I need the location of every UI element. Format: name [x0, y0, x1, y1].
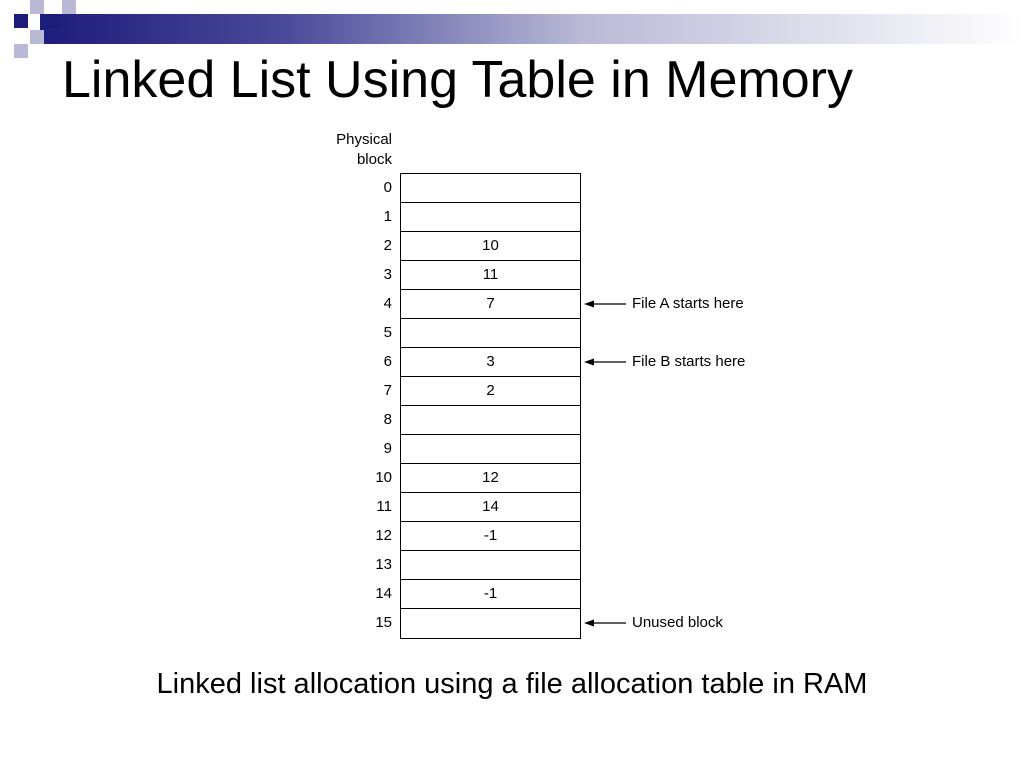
- decor-square: [14, 14, 28, 28]
- block-index-label: 0: [383, 179, 392, 196]
- arrow-left-icon: [584, 619, 626, 626]
- table-cell: 3: [401, 348, 580, 377]
- header-gradient-band: [40, 14, 1024, 44]
- block-index-label: 1: [383, 208, 392, 225]
- table-cell: 14: [401, 493, 580, 522]
- table-cell: 2: [401, 377, 580, 406]
- column-header: Physical block: [272, 130, 392, 170]
- arrow-left-icon: [584, 300, 626, 307]
- annotation-label: File A starts here: [632, 295, 744, 312]
- table-cell: [401, 174, 580, 203]
- block-index-label: 11: [376, 498, 392, 515]
- block-index-label: 10: [375, 469, 392, 486]
- column-header-line: Physical: [336, 131, 392, 148]
- table-cell: [401, 551, 580, 580]
- block-index-label: 13: [375, 556, 392, 573]
- block-index-label: 14: [375, 585, 392, 602]
- decor-square: [62, 0, 76, 14]
- table-cell: 11: [401, 261, 580, 290]
- table-cell: [401, 435, 580, 464]
- block-index-label: 5: [383, 324, 392, 341]
- table-cell: [401, 406, 580, 435]
- decor-square: [14, 44, 28, 58]
- column-header-line: block: [356, 151, 392, 168]
- annotation: Unused block: [584, 608, 723, 637]
- table-cell: -1: [401, 580, 580, 609]
- table-cell: -1: [401, 522, 580, 551]
- table-cell: [401, 609, 580, 638]
- figure-caption: Linked list allocation using a file allo…: [156, 668, 868, 700]
- table-cell: [401, 203, 580, 232]
- decor-square: [30, 0, 44, 14]
- annotation-label: File B starts here: [632, 353, 746, 370]
- block-index-label: 2: [383, 237, 392, 254]
- table-cell: [401, 319, 580, 348]
- annotation-label: Unused block: [632, 614, 723, 631]
- decor-square: [46, 14, 60, 28]
- arrow-left-icon: [584, 358, 626, 365]
- block-index-label: 12: [375, 527, 392, 544]
- table-cell: 7: [401, 290, 580, 319]
- decor-square: [30, 30, 44, 44]
- block-index-label: 3: [383, 266, 392, 283]
- block-index-label: 4: [383, 295, 392, 312]
- slide-title: Linked List Using Table in Memory: [62, 51, 853, 109]
- block-index-label: 6: [383, 353, 392, 370]
- annotation: File A starts here: [584, 289, 744, 318]
- block-index-label: 7: [383, 382, 392, 399]
- block-index-label: 15: [375, 614, 392, 631]
- table-cell: 10: [401, 232, 580, 261]
- table-cell: 12: [401, 464, 580, 493]
- block-index-label: 8: [383, 411, 392, 428]
- block-index-label: 9: [383, 440, 392, 457]
- annotation: File B starts here: [584, 347, 745, 376]
